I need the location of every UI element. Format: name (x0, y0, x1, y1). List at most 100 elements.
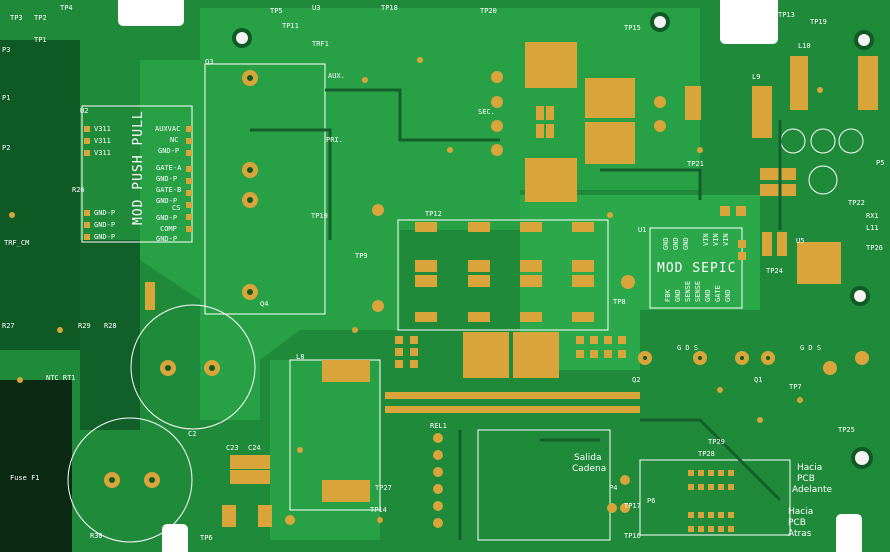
sepic-bottom-pin-5: GATE (714, 285, 722, 302)
ref-TP7: TP7 (789, 383, 802, 391)
ref-TP29: TP29 (708, 438, 725, 446)
ref-TP13: TP13 (778, 11, 795, 19)
ref-TP12: TP12 (425, 210, 442, 218)
atras-label: Atras (788, 529, 812, 539)
dark-region-left-mid (80, 240, 140, 430)
header-pins (84, 126, 734, 532)
ref-Q3: Q3 (205, 58, 213, 66)
ref-RX1: L11 (866, 224, 879, 232)
ref-U3: U3 (312, 4, 320, 12)
sepic-bottom-pin-1: GND (674, 289, 682, 302)
sepic-module-label: MOD SEPIC (657, 261, 736, 276)
ref-C32: C23 (226, 444, 239, 452)
through-hole-pads (104, 70, 869, 528)
fuse-label: Fuse F1 (10, 474, 40, 482)
sepic-pin-labels: VIN VIN VIN GND GND GND FBK GND SENSE SE… (662, 233, 732, 302)
pp-left-pin-0: V311 (94, 125, 111, 133)
ref-P3: P3 (2, 46, 10, 54)
ref-U5: U5 (796, 237, 804, 245)
ref-P1: P1 (2, 94, 10, 102)
ref-TP16: TP16 (624, 532, 641, 540)
pp-right-pin-5: GATE-B (156, 186, 181, 194)
ref-TP1: TP1 (34, 36, 47, 44)
pp-right-pin-6: GND-P (156, 197, 177, 205)
adelante-label: Adelante (792, 485, 832, 495)
sepic-bottom-pin-6: GND (724, 289, 732, 302)
pp-right-pin-10: GND-P (156, 235, 177, 243)
sepic-bottom-pin-2: SENSE (684, 281, 692, 302)
ref-TP2: TP2 (34, 14, 47, 22)
ref-TP24: TP24 (766, 267, 783, 275)
ref-TP21: TP21 (687, 160, 704, 168)
ref-TP6: TP6 (200, 534, 213, 542)
ref-Q1: Q1 (754, 376, 762, 384)
sepic-bottom-pin-0: FBK (664, 289, 672, 302)
ref-U2: U2 (80, 107, 88, 115)
pp-left-pin-1: V311 (94, 137, 111, 145)
ref-TP26: TP26 (866, 244, 883, 252)
ref-TP15: TP15 (624, 24, 641, 32)
sepic-top-pin-2: VIN (722, 233, 730, 246)
pp-right-pin-4: GND-P (156, 175, 177, 183)
ref-TP25: TP25 (838, 426, 855, 434)
sepic-bottom-pin-3: SENSE (694, 281, 702, 302)
ref-TP28: TP28 (698, 450, 715, 458)
ref-TP17: TP17 (624, 502, 641, 510)
ref-TP8: TP8 (613, 298, 626, 306)
ref-L10: L9 (752, 73, 760, 81)
ref-TP5: TP5 (270, 7, 283, 15)
ref-TP14: TP14 (370, 506, 387, 514)
ref-C18: R30 (90, 532, 103, 540)
silkscreen-labels: MOD PUSH PULL MOD SEPIC Salida Cadena Ha… (4, 40, 832, 539)
pp-right-pin-9: COMP (160, 225, 177, 233)
pp-right-pin-1: NC (170, 136, 178, 144)
copper-pour-bottom (270, 360, 380, 540)
pp-right-pin-2: GND-P (158, 147, 179, 155)
pp-right-pin-3: GATE-A (156, 164, 182, 172)
sec-label: SEC. (478, 108, 495, 116)
aux-label: AUX. (328, 72, 345, 80)
ref-P4: P4 (609, 484, 617, 492)
ref-L11: L10 (798, 42, 811, 50)
ref-Q2: Q2 (632, 376, 640, 384)
copper-pour-right (520, 195, 760, 370)
hacia-label-2: Hacia (788, 507, 813, 517)
ref-TP27: TP27 (375, 484, 392, 492)
ref-P5: P5 (876, 159, 884, 167)
ref-RX2: RX1 (866, 212, 879, 220)
pp-left-pin-2: V311 (94, 149, 111, 157)
ref-C3: R28 (104, 322, 117, 330)
ntc-label: NTC RT1 (46, 374, 76, 382)
ref-TP4: TP4 (60, 4, 73, 12)
sepic-top-pin-4: GND (672, 237, 680, 250)
ref-designators: TP1 TP2 TP3 TP4 TP5 TP6 TP7 TP8 TP9 TP10… (2, 4, 884, 542)
sepic-top-pin-0: VIN (702, 233, 710, 246)
ref-TP9: TP9 (355, 252, 368, 260)
ref-TP11: TP11 (282, 22, 299, 30)
traces (250, 88, 782, 540)
sepic-top-pin-3: GND (662, 237, 670, 250)
ref-P2: P2 (2, 144, 10, 152)
push-pull-pin-labels: V311 V311 V311 GND-P GND-P GND-P AUXVAC … (94, 125, 182, 243)
ref-TP20: TP20 (480, 7, 497, 15)
ref-L9: L8 (296, 353, 304, 361)
cadena-label: Cadena (572, 464, 606, 474)
copper-pour-main (140, 8, 700, 420)
ref-TP22: TP22 (848, 199, 865, 207)
pri-label: PRI. (326, 136, 343, 144)
sepic-bottom-pin-4: GND (704, 289, 712, 302)
dark-region-left-bottom (0, 380, 72, 552)
dark-region-left (0, 40, 80, 350)
ref-C33: C24 (248, 444, 261, 452)
pp-left-pin-8: GND-P (94, 221, 115, 229)
push-pull-module-label: MOD PUSH PULL (131, 110, 146, 225)
ref-TP10: TP10 (311, 212, 328, 220)
mounting-holes (232, 12, 874, 469)
pp-right-pin-0: AUXVAC (155, 125, 180, 133)
hacia-label-1: Hacia (797, 463, 822, 473)
big-caps (67, 128, 864, 543)
pp-left-pin-9: GND-P (94, 233, 115, 241)
gold-pads (145, 42, 878, 527)
ref-C4: R29 (78, 322, 91, 330)
